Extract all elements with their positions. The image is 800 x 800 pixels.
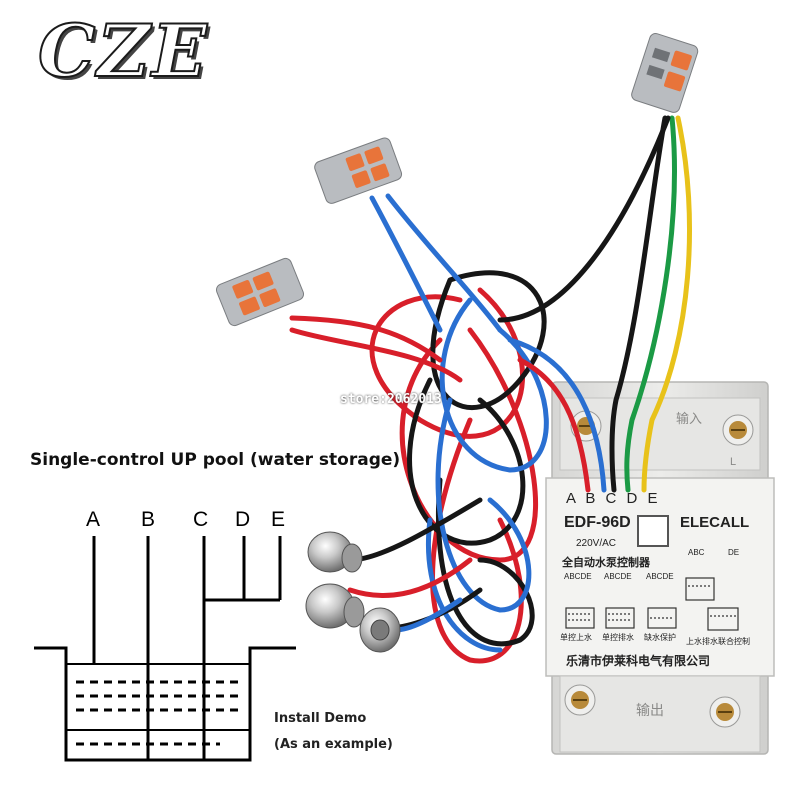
indicator-window (637, 515, 669, 547)
install-demo-label: Install Demo (274, 711, 367, 726)
probe-electrode-2 (305, 583, 365, 629)
model-number: EDF-96D (564, 514, 631, 531)
diagram-label-c: C (193, 508, 209, 531)
install-diagram (34, 536, 296, 762)
terminal-letters: A B C D E (566, 490, 661, 507)
manufacturer: 乐清市伊莱科电气有限公司 (566, 654, 711, 668)
live-label: L (730, 456, 737, 468)
combo-letters-left: ABC (688, 548, 705, 557)
diagram-label-b: B (141, 508, 156, 531)
device-brand: ELECALL (680, 514, 750, 531)
wire-connector-middle (314, 137, 403, 204)
mode-2-letters: ABCDE (604, 572, 632, 581)
mode-3-label: 缺水保护 (644, 633, 676, 642)
mode-3-letters: ABCDE (646, 572, 674, 581)
combo-letters-right: DE (728, 548, 740, 557)
mode-1-label: 单控上水 (560, 633, 592, 642)
mode-4-label: 上水排水联合控制 (686, 637, 750, 646)
diagram-label-e: E (271, 508, 286, 531)
install-example-label: (As an example) (274, 737, 393, 752)
store-watermark: store:2062013 (340, 392, 442, 407)
terminal-screw-bottom-left (564, 684, 596, 716)
input-label: 输入 (676, 412, 703, 427)
brand-logo: CZE (37, 7, 209, 94)
voltage-rating: 220V/AC (576, 538, 617, 549)
diagram-label-d: D (235, 508, 251, 531)
wire-connector-top (631, 32, 699, 113)
probe-electrode-1 (307, 531, 363, 573)
diagram-title: Single-control UP pool (water storage) (30, 450, 401, 470)
wire-bundle (289, 115, 692, 664)
output-label: 输出 (636, 703, 664, 719)
mode-2-label: 单控排水 (602, 633, 634, 642)
mode-1-letters: ABCDE (564, 572, 592, 581)
wire-connector-left (215, 257, 305, 327)
diagram-label-a: A (86, 508, 101, 531)
probe-electrode-3 (359, 607, 401, 653)
mode-icons (565, 577, 739, 631)
terminal-screw-bottom-right (709, 696, 741, 728)
device-name: 全自动水泵控制器 (562, 556, 650, 569)
controller-housing (545, 381, 775, 755)
terminal-screw-top-right (722, 414, 754, 446)
